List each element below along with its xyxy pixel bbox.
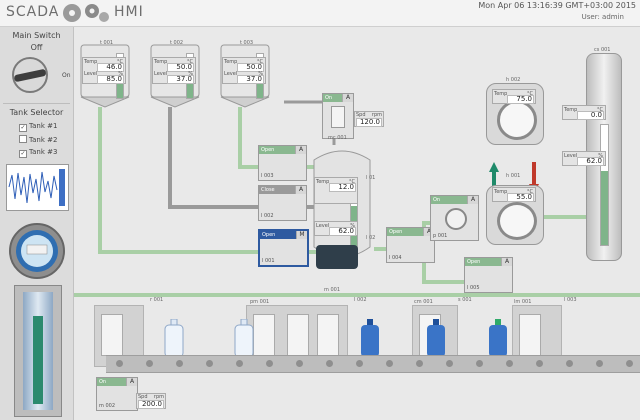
- station-label-1: r 001: [150, 297, 164, 303]
- station-label-3: l 002: [354, 297, 367, 303]
- column-level-readout: Level%62.0: [562, 151, 606, 166]
- bottle-empty-icon: [164, 319, 184, 358]
- tank-selector-title: Tank Selector: [9, 108, 64, 117]
- mixer-id: mc 001: [328, 135, 347, 141]
- mixer-l02-label: l 02: [366, 235, 376, 241]
- column-level-bar: [600, 124, 609, 246]
- divider: [3, 103, 70, 104]
- bottle-filled-icon: [427, 319, 445, 357]
- tank-checkbox-3[interactable]: ✓Tank #3: [19, 148, 58, 158]
- left-panel: Main Switch Off On Tank Selector ✓Tank #…: [0, 27, 74, 420]
- conveyor-belt: [106, 355, 640, 373]
- tank-2-id: t 002: [170, 40, 184, 46]
- tank-checkbox-1[interactable]: ✓Tank #1: [19, 122, 58, 132]
- user-label: User: admin: [581, 13, 624, 21]
- heater-top-id: h 002: [506, 77, 521, 83]
- pump-icon: [445, 208, 467, 230]
- app-title-left: SCADA: [6, 4, 60, 20]
- header-bar: SCADA HMI Mon Apr 06 13:16:39 GMT+03:00 …: [0, 0, 640, 27]
- station-label-4: cm 001: [414, 299, 433, 305]
- checkbox-checked-icon: ✓: [19, 150, 27, 158]
- column-id: cs 001: [594, 47, 611, 53]
- station-label-2: pm 001: [250, 299, 270, 305]
- gauge-dial: [7, 217, 67, 287]
- bottle-empty-icon: [234, 319, 254, 358]
- level-slider[interactable]: [14, 285, 62, 417]
- mixer-level-readout: Level%62.0: [314, 221, 358, 236]
- heater-bottom-gauge-icon: [497, 202, 537, 240]
- mixer-l01-label: l 01: [366, 175, 376, 181]
- station-label-5: s 001: [458, 297, 472, 303]
- tank-1-id: t 001: [100, 40, 114, 46]
- main-switch-knob[interactable]: [10, 55, 54, 95]
- station-label-7: l 003: [564, 297, 577, 303]
- heater-top-gauge-icon: [497, 100, 537, 140]
- main-switch-state: Off: [30, 43, 43, 52]
- checkbox-checked-icon: ✓: [19, 124, 27, 132]
- station-label-6: lm 001: [514, 299, 532, 305]
- tank-3-id: t 003: [240, 40, 254, 46]
- slider-fill: [33, 316, 43, 404]
- heater-bottom-id: h 001: [506, 173, 521, 179]
- motor-icon: [331, 106, 345, 128]
- main-switch-on-label: On: [62, 72, 71, 79]
- trend-chart: [6, 164, 69, 211]
- datetime: Mon Apr 06 13:16:39 GMT+03:00 2015: [478, 1, 636, 10]
- app-title-right: HMI: [114, 4, 144, 20]
- mixer-agitator-id: m 001: [324, 287, 341, 293]
- gears-logo-icon: [63, 4, 109, 22]
- bottle-filled-icon: [361, 319, 379, 357]
- tank-checkbox-2[interactable]: Tank #2: [19, 135, 57, 144]
- bottle-filled-icon: [489, 319, 507, 357]
- mixer-tank[interactable]: [310, 142, 374, 277]
- checkbox-unchecked-icon: [19, 135, 27, 143]
- main-switch-title: Main Switch: [12, 31, 61, 40]
- agitator-icon: [316, 245, 358, 269]
